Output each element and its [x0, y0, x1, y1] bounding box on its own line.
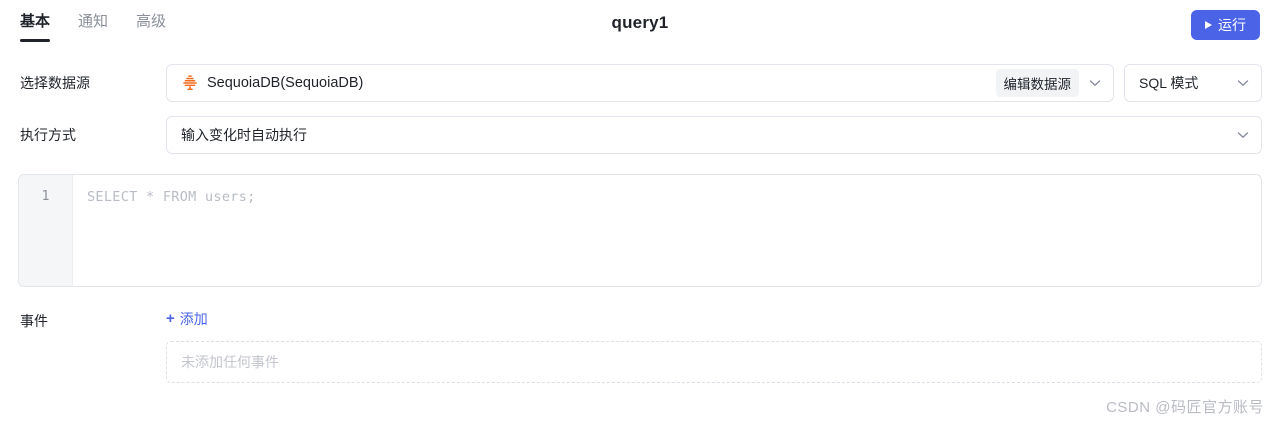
datasource-label: 选择数据源 — [20, 75, 90, 91]
exec-mode-select[interactable]: 输入变化时自动执行 — [166, 116, 1262, 154]
exec-mode-label: 执行方式 — [20, 127, 76, 143]
datasource-value-group: SequoiaDB(SequoiaDB) — [181, 74, 996, 92]
editor-placeholder-text: SELECT * FROM users; — [87, 189, 256, 205]
tab-notification[interactable]: 通知 — [78, 12, 108, 42]
tab-advanced[interactable]: 高级 — [136, 12, 166, 42]
events-empty-state: 未添加任何事件 — [166, 341, 1262, 383]
editor-code-input[interactable]: SELECT * FROM users; — [73, 175, 1261, 286]
play-icon — [1205, 21, 1212, 29]
exec-mode-fields: 输入变化时自动执行 — [166, 116, 1280, 154]
add-event-button[interactable]: + 添加 — [166, 309, 208, 329]
datasource-select[interactable]: SequoiaDB(SequoiaDB) 编辑数据源 — [166, 64, 1114, 102]
sequoiadb-tree-icon — [183, 75, 197, 90]
sql-mode-select[interactable]: SQL 模式 — [1124, 64, 1262, 102]
add-event-label: 添加 — [179, 311, 208, 327]
events-body: + 添加 未添加任何事件 — [166, 309, 1280, 383]
tab-basic[interactable]: 基本 — [20, 12, 51, 42]
editor-line-numbers: 1 — [19, 175, 73, 286]
tab-active-indicator — [20, 39, 51, 42]
chevron-down-icon[interactable] — [1235, 127, 1251, 143]
chevron-down-icon[interactable] — [1235, 75, 1251, 91]
tab-basic-label: 基本 — [20, 13, 51, 30]
events-row: 事件 + 添加 未添加任何事件 — [0, 309, 1280, 383]
sql-mode-value: SQL 模式 — [1139, 75, 1199, 91]
header-bar: 基本 通知 高级 query1 运行 — [0, 0, 1280, 50]
tab-advanced-label: 高级 — [136, 13, 167, 30]
datasource-fields: SequoiaDB(SequoiaDB) 编辑数据源 SQL 模式 — [166, 64, 1280, 102]
csdn-watermark: CSDN @码匠官方账号 — [1106, 399, 1264, 416]
chevron-down-icon[interactable] — [1087, 75, 1103, 91]
editor-line-number: 1 — [41, 189, 50, 204]
events-empty-text: 未添加任何事件 — [181, 354, 279, 370]
exec-mode-value: 输入变化时自动执行 — [181, 127, 307, 143]
datasource-row: 选择数据源 SequoiaDB(SequoiaDB) — [0, 64, 1280, 102]
datasource-value: SequoiaDB(SequoiaDB) — [207, 75, 364, 91]
tab-list: 基本 通知 高级 — [20, 12, 166, 42]
exec-mode-row: 执行方式 输入变化时自动执行 — [0, 116, 1280, 154]
events-label: 事件 — [20, 313, 48, 329]
datasource-actions: 编辑数据源 — [995, 69, 1104, 97]
edit-datasource-button[interactable]: 编辑数据源 — [995, 69, 1079, 97]
tab-notification-label: 通知 — [78, 13, 109, 30]
run-button-label: 运行 — [1218, 17, 1246, 33]
plus-icon: + — [166, 310, 175, 327]
run-button[interactable]: 运行 — [1191, 10, 1260, 40]
sql-editor[interactable]: 1 SELECT * FROM users; — [18, 174, 1262, 287]
page-title: query1 — [611, 13, 669, 32]
